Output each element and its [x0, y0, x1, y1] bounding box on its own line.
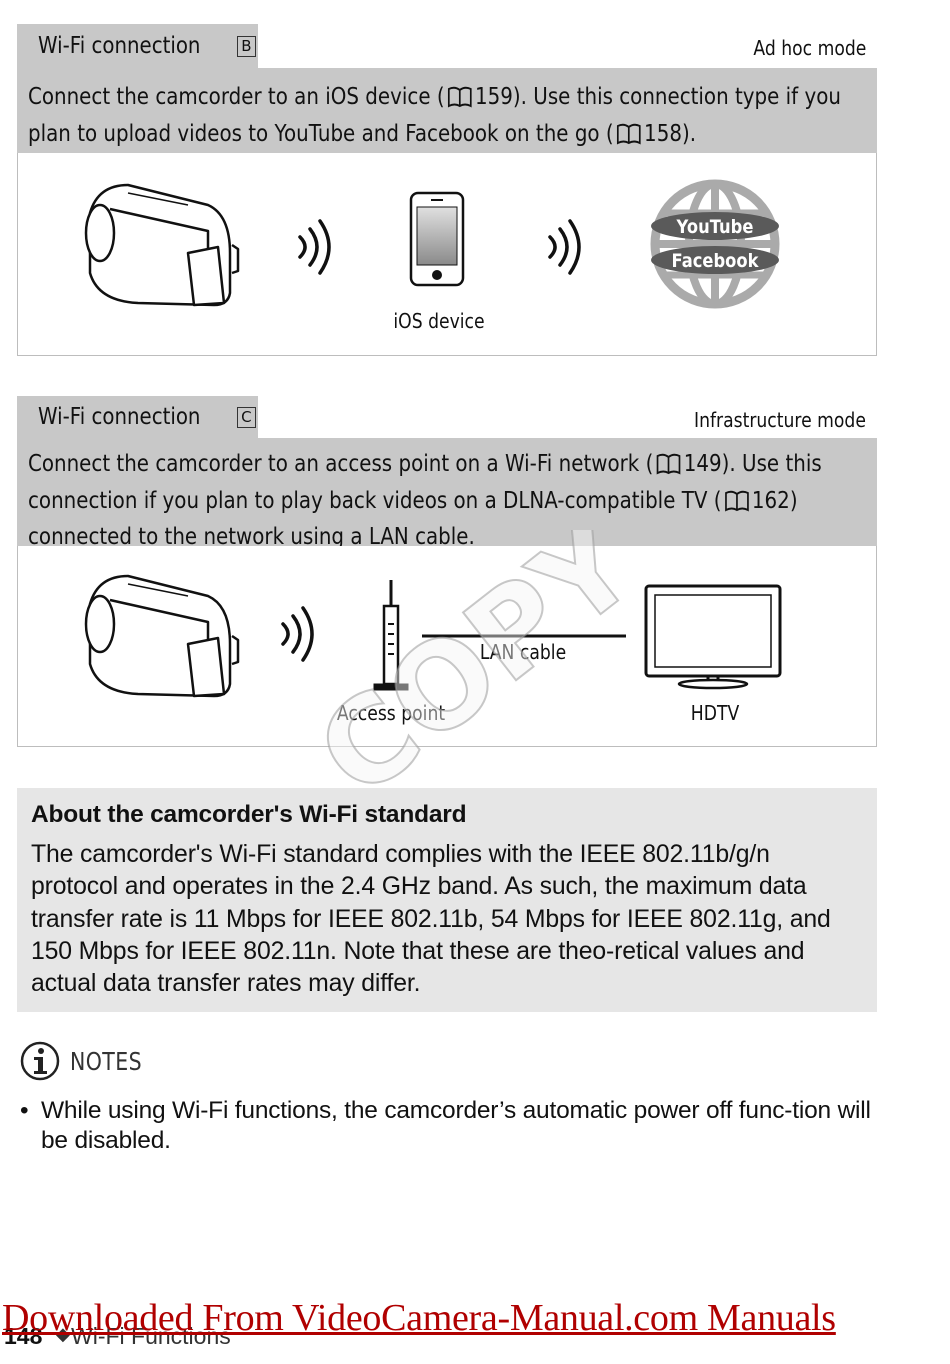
notes-header: NOTES: [20, 1040, 158, 1082]
download-source-link[interactable]: Downloaded From VideoCamera-Manual.com M…: [2, 1297, 836, 1339]
block-b-diagram: YouTube Facebook iOS device: [17, 153, 877, 356]
facebook-label: Facebook: [672, 251, 760, 272]
block-c-tab: Wi-Fi connection C: [17, 396, 258, 438]
block-b-description: Connect the camcorder to an iOS device (…: [28, 80, 873, 153]
wifi-waves-icon: [548, 219, 581, 275]
globe-icon: YouTube Facebook: [650, 179, 780, 309]
camcorder-icon: [84, 183, 240, 307]
book-icon: [656, 451, 681, 484]
wifi-standard-body: The camcorder's Wi-Fi standard complies …: [31, 841, 831, 998]
ios-device-icon: [409, 191, 465, 287]
block-b-letter-box: B: [236, 35, 256, 57]
book-icon: [616, 121, 641, 154]
block-c-letter-box: C: [236, 406, 256, 428]
wifi-waves-icon: [281, 606, 314, 662]
block-c-tab-label: Wi-Fi connection: [38, 404, 201, 430]
wifi-standard-box: About the camcorder's Wi-Fi standard The…: [17, 788, 877, 1012]
block-b-mode: Ad hoc mode: [753, 36, 866, 60]
book-icon: [724, 488, 749, 521]
block-c-description: Connect the camcorder to an access point…: [28, 449, 822, 550]
block-c-description-band: Connect the camcorder to an access point…: [17, 438, 877, 550]
block-b-description-band: Connect the camcorder to an iOS device (…: [17, 68, 877, 153]
ios-device-label: iOS device: [393, 309, 485, 333]
block-b-tab: Wi-Fi connection B: [17, 24, 258, 68]
hdtv-icon: [644, 584, 782, 690]
book-icon: [447, 84, 472, 117]
access-point-label: Access point: [336, 701, 446, 725]
youtube-label: YouTube: [676, 217, 754, 238]
page-number: 148: [4, 1323, 43, 1349]
bullet: •: [20, 1097, 29, 1124]
block-c-mode: Infrastructure mode: [694, 408, 866, 432]
block-b-tab-label: Wi-Fi connection: [38, 33, 201, 59]
note-text: While using Wi-Fi functions, the camcord…: [41, 1097, 871, 1154]
footer-section: Wi-Fi Functions: [71, 1323, 231, 1349]
info-icon: [20, 1041, 60, 1081]
access-point-icon: [373, 580, 409, 691]
block-c-diagram: LAN cable Access point HDTV: [17, 546, 877, 747]
note-item: • While using Wi-Fi functions, the camco…: [20, 1096, 880, 1156]
wifi-standard-title: About the camcorder's Wi-Fi standard: [31, 801, 467, 828]
footer-separator: ◆: [56, 1324, 70, 1344]
lan-cable-label: LAN cable: [479, 640, 567, 664]
wifi-waves-icon: [298, 219, 331, 275]
notes-title: NOTES: [70, 1046, 143, 1076]
hdtv-label: HDTV: [690, 701, 740, 725]
camcorder-icon: [84, 574, 240, 698]
